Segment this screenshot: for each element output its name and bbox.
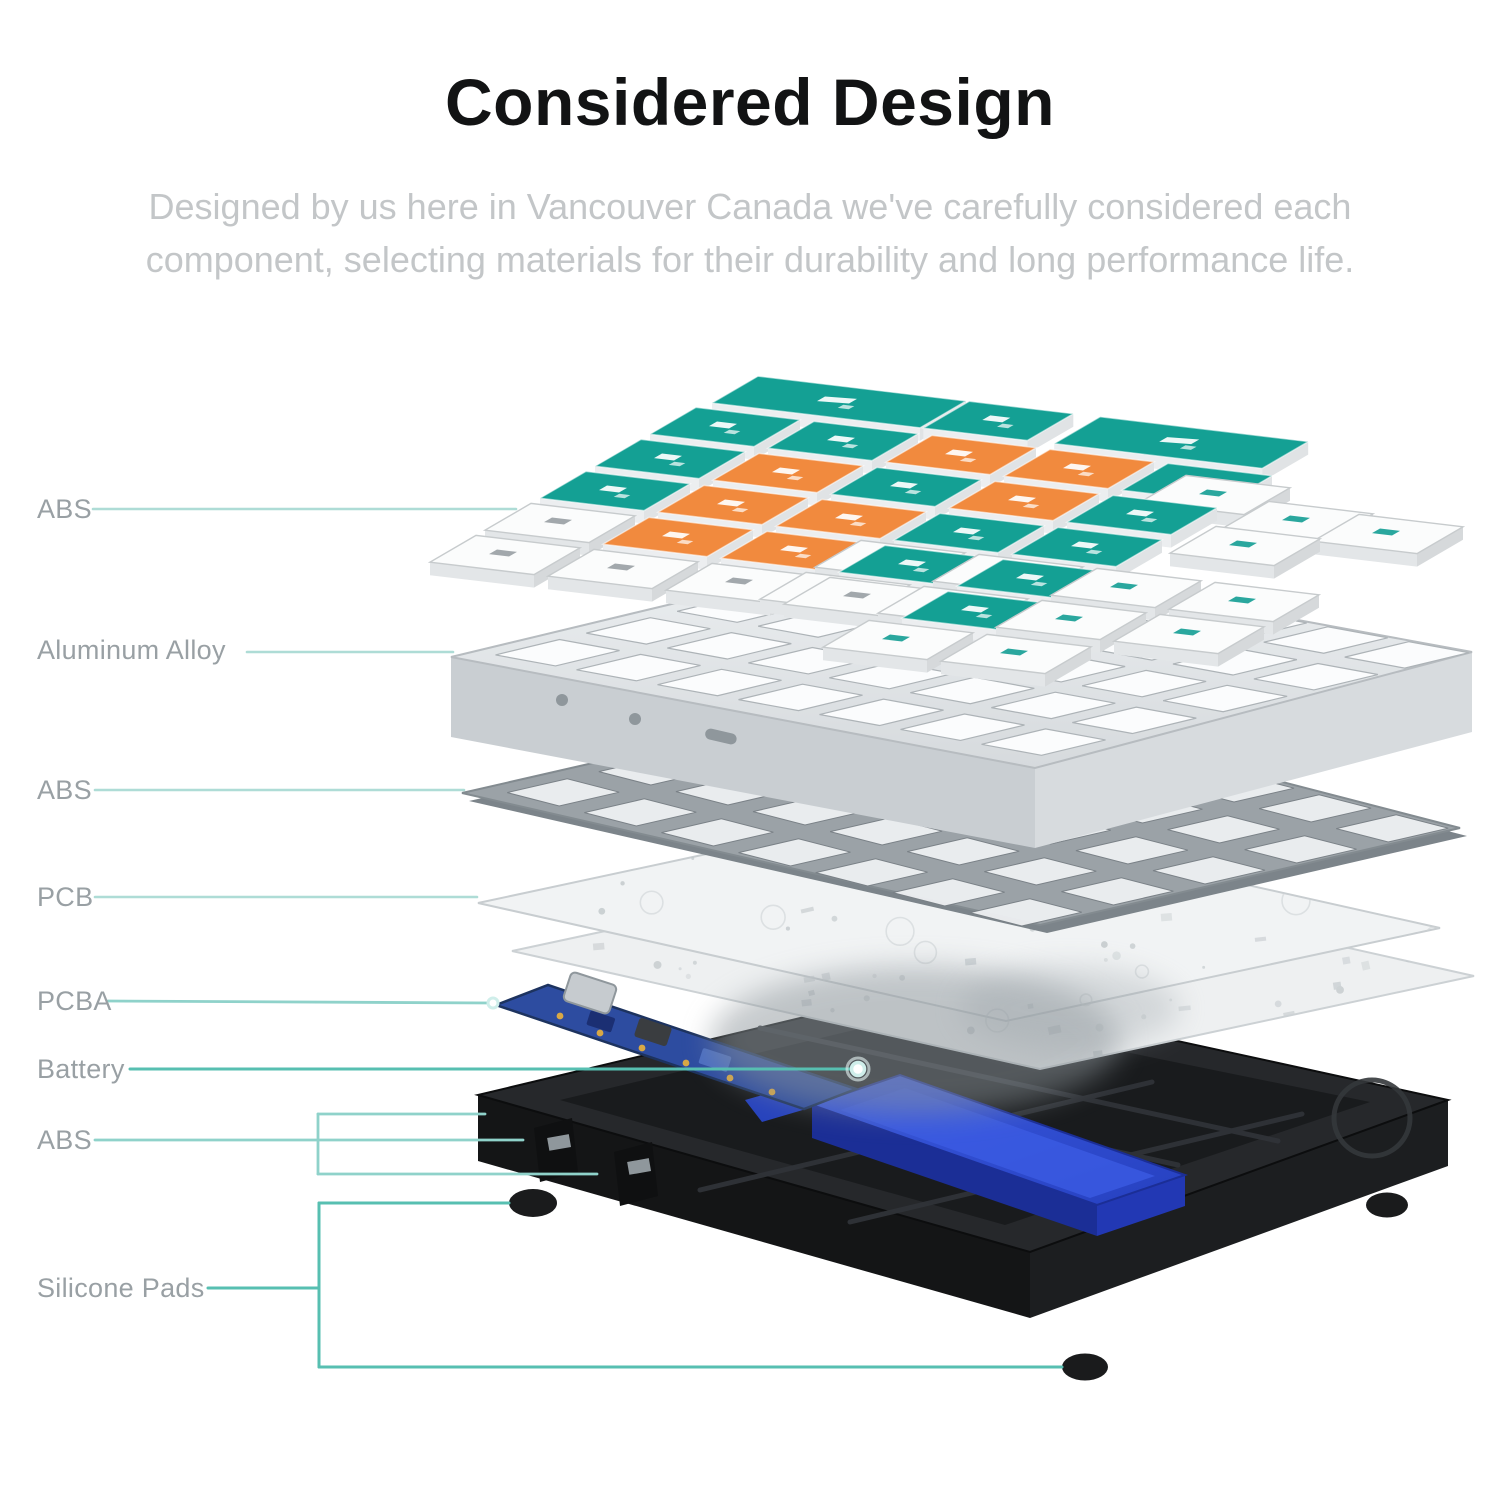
silicone-pad — [1366, 1192, 1408, 1218]
frame-side-ports — [556, 694, 737, 745]
teal-keycap — [647, 406, 803, 460]
white-keycap — [1111, 613, 1267, 667]
pcba-usb-connector — [562, 971, 618, 1015]
label-aluminum-alloy: Aluminum Alloy — [37, 635, 226, 665]
leader-silicone-pads — [206, 1201, 1064, 1369]
white-keycap — [938, 633, 1094, 687]
white-keycap — [427, 534, 583, 588]
white-keycap — [820, 619, 976, 673]
leader-abs-case — [93, 1112, 599, 1176]
leader-glow-dots — [486, 996, 871, 1082]
silicone-pad — [509, 1189, 557, 1217]
subtitle-line-1: Designed by us here in Vancouver Canada … — [148, 186, 1352, 227]
label-abs-case: ABS — [37, 1125, 92, 1155]
label-pcb: PCB — [37, 882, 94, 912]
page-title: Considered Design — [445, 65, 1055, 139]
label-abs-keycaps: ABS — [37, 494, 92, 524]
case-speaker-circle — [1331, 1077, 1413, 1159]
page-subtitle: Designed by us here in Vancouver Canada … — [80, 180, 1420, 286]
keycaps-layer — [427, 375, 1466, 687]
silicone-pads — [509, 1189, 1408, 1381]
case-clips — [534, 1118, 658, 1206]
label-pcba: PCBA — [37, 986, 112, 1016]
label-battery: Battery — [37, 1054, 125, 1084]
label-abs-plate: ABS — [37, 775, 92, 805]
label-silicone-pads: Silicone Pads — [37, 1273, 205, 1303]
white-keycap — [1167, 525, 1323, 579]
white-keycap — [1310, 513, 1466, 567]
white-keycap — [545, 548, 701, 602]
silicone-pad — [1062, 1353, 1108, 1381]
pcb-layer — [477, 808, 1475, 1114]
subtitle-line-2: component, selecting materials for their… — [145, 239, 1355, 280]
leader-pcba — [106, 999, 494, 1005]
leader-lines — [91, 507, 1064, 1369]
orange-keycap — [655, 484, 811, 538]
